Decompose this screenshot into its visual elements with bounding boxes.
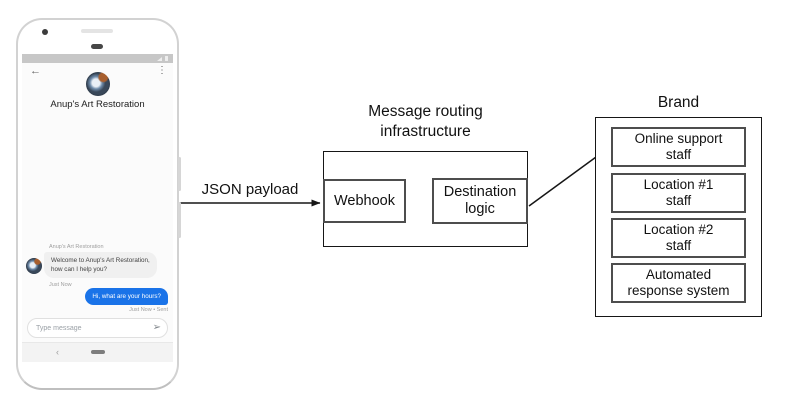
outgoing-timestamp: Just Now • Sent (129, 307, 168, 313)
message-input[interactable] (28, 324, 153, 332)
android-nav-bar: ‹ (22, 342, 173, 362)
phone-screen: ← ⋮ Anup's Art Restoration Anup's Art Re… (22, 54, 173, 362)
battery-icon (165, 56, 168, 61)
earpiece-speaker-icon (81, 29, 113, 33)
signal-icon (157, 56, 162, 61)
incoming-timestamp: Just Now (49, 282, 72, 288)
brand-item-online-support: Online support staff (611, 127, 746, 167)
brand-item-location-2: Location #2 staff (611, 218, 746, 258)
brand-item-location-1: Location #1 staff (611, 173, 746, 213)
message-composer: ➢ (27, 318, 168, 338)
back-icon[interactable]: ← (30, 65, 41, 77)
phone-mockup: ← ⋮ Anup's Art Restoration Anup's Art Re… (16, 18, 181, 390)
speaker-notch-icon (91, 44, 103, 49)
front-camera-icon (42, 29, 48, 35)
status-bar (22, 54, 173, 63)
routing-infrastructure-title: Message routing infrastructure (368, 103, 483, 140)
conversation-title: Anup's Art Restoration (50, 99, 145, 110)
brand-title: Brand (657, 94, 700, 111)
json-payload-label: JSON payload (201, 181, 299, 198)
overflow-menu-icon[interactable]: ⋮ (157, 65, 167, 76)
send-icon[interactable]: ➢ (152, 322, 161, 333)
destination-logic-box: Destination logic (432, 178, 528, 224)
sender-label: Anup's Art Restoration (49, 244, 104, 250)
brand-item-automated-response: Automated response system (611, 263, 746, 303)
message-avatar (26, 258, 42, 274)
webhook-box: Webhook (323, 179, 406, 223)
power-button (178, 157, 181, 191)
home-pill[interactable] (90, 350, 105, 354)
incoming-message-bubble: Welcome to Anup's Art Restoration, how c… (44, 252, 157, 278)
nav-back-icon[interactable]: ‹ (56, 347, 59, 357)
brand-avatar (85, 72, 110, 96)
outgoing-message-bubble: Hi, what are your hours? (85, 288, 168, 305)
volume-button (178, 202, 181, 238)
